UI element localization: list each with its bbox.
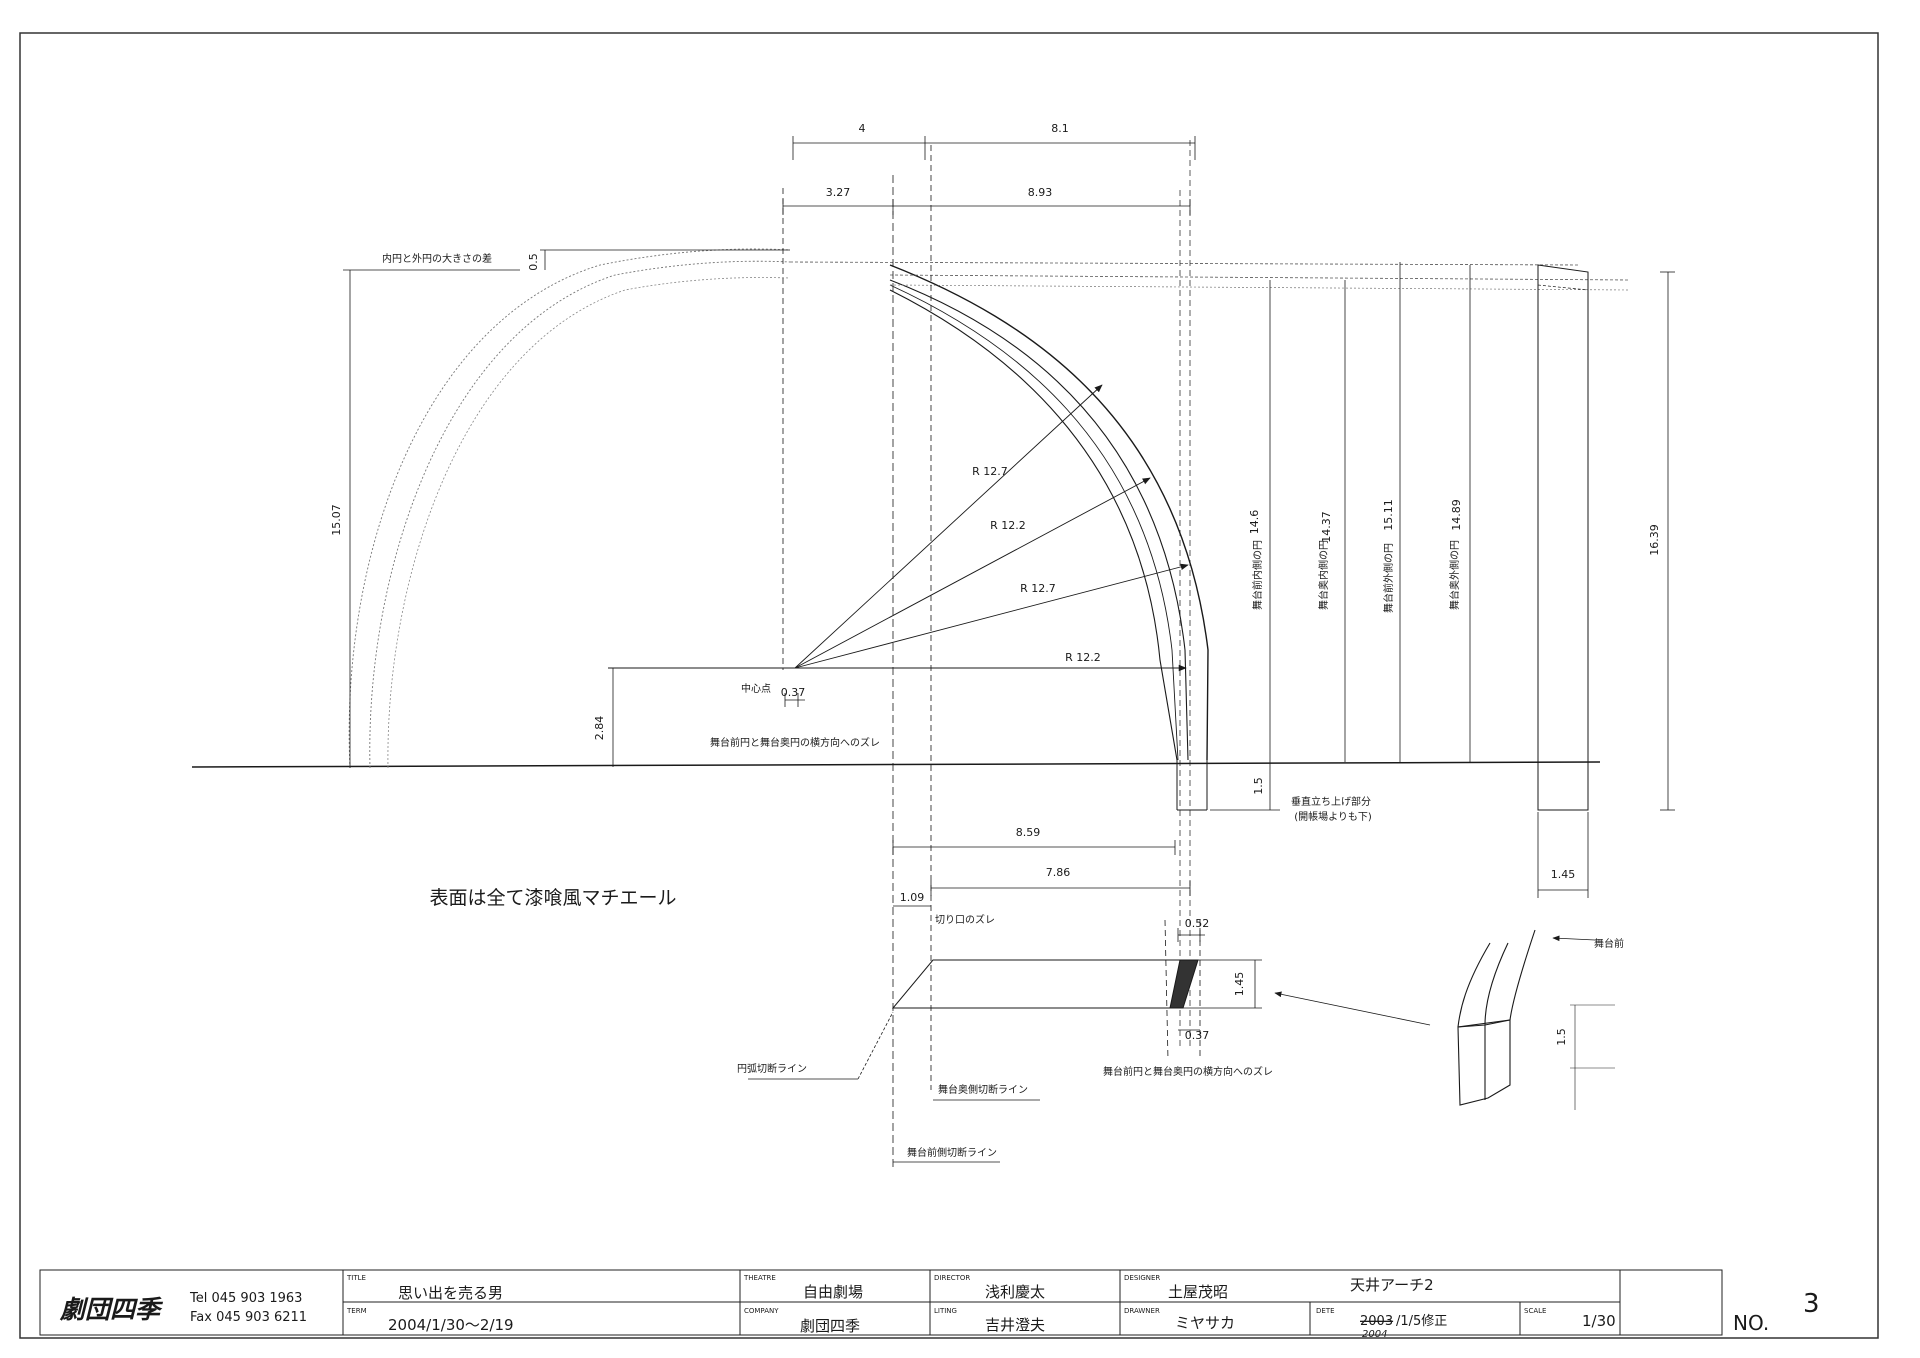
director-label: DIRECTOR — [934, 1274, 970, 1282]
dim-15-11: 15.11 — [1382, 499, 1395, 531]
director-value: 浅利慶太 — [985, 1283, 1045, 1301]
radius-label-1: R 12.7 — [972, 465, 1008, 478]
theatre-label: THEATRE — [743, 1274, 776, 1282]
label-front-inner: 舞台前内側の円 — [1251, 540, 1264, 610]
right-arc-2 — [889, 279, 1189, 761]
dim-1-45-a: 1.45 — [1233, 972, 1246, 997]
dim-3-27: 3.27 — [826, 186, 851, 199]
date-rest: /1/5修正 — [1396, 1314, 1447, 1329]
label-vertical-rise: 垂直立ち上げ部分 — [1291, 795, 1371, 808]
term-value: 2004/1/30〜2/19 — [388, 1316, 514, 1334]
liting-value: 吉井澄夫 — [985, 1316, 1045, 1334]
title-block — [39, 1269, 1723, 1336]
label-back-outer: 舞台奥外側の円 — [1448, 540, 1461, 610]
dim-4: 4 — [859, 122, 866, 135]
label-lateral-offset-a: 舞台前円と舞台奥円の横方向へのズレ — [710, 736, 880, 749]
drawner-label: DRAWNER — [1124, 1307, 1160, 1315]
designer-label: DESIGNER — [1124, 1274, 1160, 1282]
label-front-cut-line: 舞台前側切断ライン — [907, 1146, 997, 1159]
stage-floor-line — [191, 761, 1601, 768]
right-arc-outer — [889, 264, 1209, 761]
section-box — [1537, 264, 1589, 811]
dimension-lines — [343, 136, 1675, 1031]
radius-line-1 — [794, 384, 1103, 669]
radius-line-3 — [794, 563, 1189, 669]
label-back-inner: 舞台奥内側の円 — [1317, 540, 1330, 610]
dim-0-5: 0.5 — [527, 253, 540, 271]
label-stage-front: 舞台前 — [1594, 937, 1624, 950]
right-arc-3 — [889, 284, 1179, 761]
term-label: TERM — [346, 1307, 367, 1315]
label-inner-outer-diff: 内円と外円の大きさの差 — [382, 252, 492, 265]
top-line-2 — [889, 274, 1631, 281]
sketch-dim-1-5: 1.5 — [1555, 1028, 1568, 1046]
right-arc-inner — [889, 289, 1178, 761]
label-vertical-rise-sub: (開帳場よりも下) — [1294, 810, 1372, 823]
dim-0-37-a: 0.37 — [781, 686, 806, 699]
date-handwritten: 2004 — [1362, 1329, 1387, 1340]
sheet-no-label: NO. — [1733, 1311, 1769, 1335]
date-label: DETE — [1316, 1307, 1335, 1315]
company-label: COMPANY — [744, 1307, 779, 1315]
sheet-no-value: 3 — [1803, 1289, 1820, 1319]
radius-label-3: R 12.7 — [1020, 582, 1056, 595]
cut-plan-outline — [891, 959, 1196, 1009]
label-front-outer: 舞台前外側の円 — [1382, 543, 1395, 613]
label-lateral-offset-b: 舞台前円と舞台奥円の横方向へのズレ — [1103, 1065, 1273, 1078]
dim-15-07: 15.07 — [330, 504, 343, 536]
surface-note: 表面は全て漆喰風マチエール — [429, 887, 676, 909]
radius-label-4: R 12.2 — [1065, 651, 1101, 664]
arc-cut-leader — [857, 1011, 894, 1080]
title-value: 思い出を売る男 — [398, 1284, 503, 1302]
scale-value: 1/30 — [1582, 1312, 1616, 1330]
company-value: 劇団四季 — [800, 1317, 860, 1335]
dim-14-37: 14.37 — [1320, 511, 1333, 543]
label-center-point: 中心点 — [741, 682, 771, 695]
cut-plan — [748, 919, 1431, 1163]
dim-1-09: 1.09 — [900, 891, 925, 904]
drawner-value: ミヤサカ — [1175, 1314, 1235, 1332]
dim-8-1: 8.1 — [1051, 122, 1069, 135]
dim-8-93: 8.93 — [1028, 186, 1053, 199]
cut-plan-hatch — [1169, 959, 1199, 1009]
designer-value: 土屋茂昭 — [1168, 1283, 1228, 1301]
radius-line-2 — [794, 477, 1151, 669]
dim-2-84: 2.84 — [593, 716, 606, 741]
label-arc-cut-line: 円弧切断ライン — [737, 1062, 807, 1075]
title-label: TITLE — [346, 1274, 366, 1282]
scale-label: SCALE — [1524, 1307, 1546, 1315]
theatre-value: 自由劇場 — [803, 1283, 863, 1301]
dim-0-52: 0.52 — [1185, 917, 1210, 930]
annotation-texts: 内円と外円の大きさの差 中心点 舞台前円と舞台奥円の横方向へのズレ 舞台前内側の… — [382, 252, 1624, 1159]
liting-label: LITING — [934, 1307, 957, 1315]
fax-number: Fax 045 903 6211 — [190, 1310, 307, 1325]
arch-drawing — [191, 140, 1631, 1170]
dim-1-45-b: 1.45 — [1551, 868, 1576, 881]
dim-1-5: 1.5 — [1252, 777, 1265, 795]
inner-arc-dotted — [387, 277, 791, 769]
middle-arc-dotted — [369, 260, 791, 769]
outer-arc-dotted — [348, 248, 791, 769]
drawing-name: 天井アーチ2 — [1350, 1276, 1434, 1294]
date-struck: 2003 — [1360, 1314, 1393, 1329]
perspective-sketch — [1457, 929, 1615, 1110]
dim-16-39: 16.39 — [1648, 524, 1661, 556]
label-back-cut-line: 舞台奥側切断ライン — [938, 1083, 1028, 1096]
top-line-1 — [789, 261, 1581, 266]
dim-0-37-b: 0.37 — [1185, 1029, 1210, 1042]
dim-14-89: 14.89 — [1450, 499, 1463, 531]
title-block-texts: 劇団四季 Tel 045 903 1963 Fax 045 903 6211 T… — [59, 1274, 1820, 1340]
top-line-3 — [889, 284, 1631, 291]
tel-number: Tel 045 903 1963 — [189, 1291, 302, 1306]
dim-14-6: 14.6 — [1248, 510, 1261, 535]
label-cut-offset: 切り口のズレ — [935, 913, 995, 926]
dim-7-86: 7.86 — [1046, 866, 1071, 879]
sheet-border — [19, 32, 1879, 1339]
dimension-texts: 4 8.1 3.27 8.93 0.5 15.07 R 12.7 R 12.2 … — [330, 122, 1661, 1046]
radius-label-2: R 12.2 — [990, 519, 1026, 532]
dim-8-59: 8.59 — [1016, 826, 1041, 839]
company-logo: 劇団四季 — [59, 1295, 164, 1324]
